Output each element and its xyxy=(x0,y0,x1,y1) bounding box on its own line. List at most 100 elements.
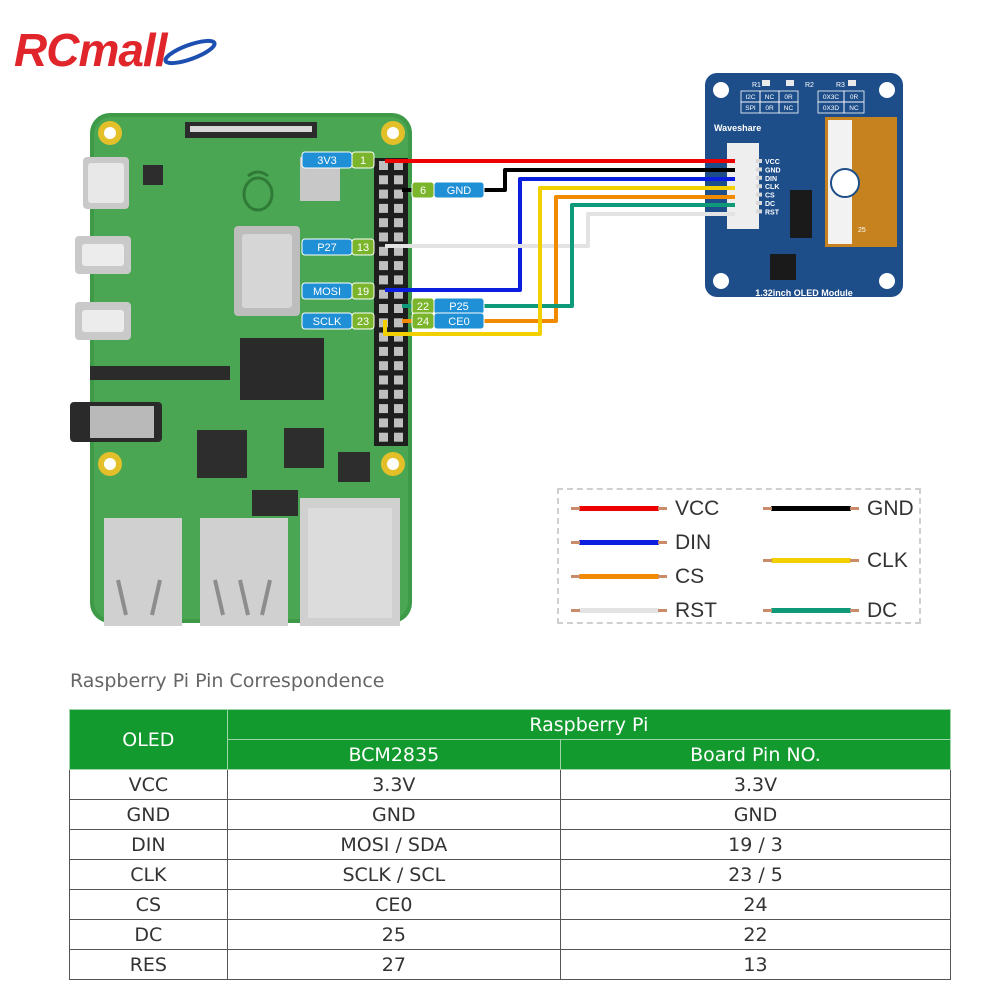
jumper-table-cell: 0R xyxy=(765,105,774,112)
gpio-pin xyxy=(394,432,403,442)
gpio-pin xyxy=(394,275,403,285)
gpio-pin xyxy=(379,304,388,313)
oled-pin-label: CS xyxy=(765,193,775,200)
wires xyxy=(383,159,735,336)
cell-board: 13 xyxy=(559,949,952,980)
wire-din xyxy=(385,177,735,292)
resistor-label: R2 xyxy=(805,82,814,89)
jumper-table-cell: 0X3D xyxy=(823,105,840,112)
legend-swatch-rst xyxy=(571,608,667,613)
gpio-pin xyxy=(394,375,403,385)
pin-number: 1 xyxy=(360,155,366,167)
gpio-pin xyxy=(394,318,403,328)
pin-number: 24 xyxy=(417,316,429,328)
oled-pin-label: CLK xyxy=(765,184,779,191)
legend-swatch-dc xyxy=(763,608,859,613)
gpio-pin xyxy=(379,261,388,271)
pin-correspondence-table: OLED Raspberry Pi BCM2835 Board Pin NO. … xyxy=(69,709,952,980)
gpio-pin xyxy=(379,175,388,185)
usb-port-1 xyxy=(104,518,182,626)
pin-label-p27: P27 13 xyxy=(301,238,375,256)
gpio-pin xyxy=(379,404,388,414)
logo-propeller-icon xyxy=(163,38,217,66)
gpio-pin xyxy=(379,361,388,371)
oled-brand-label: Waveshare xyxy=(714,123,761,133)
jumper-table-cell: SPI xyxy=(745,105,756,112)
table-row: VCC 3.3V 3.3V xyxy=(69,769,952,800)
jumper-table-cell: I2C xyxy=(745,94,755,101)
table-row: GND GND GND xyxy=(69,799,952,830)
gpio-pin xyxy=(379,432,388,442)
table-row: CLK SCLK / SCL 23 / 5 xyxy=(69,859,952,890)
gpio-pins xyxy=(379,161,403,442)
brand-logo: RCmall xyxy=(14,20,234,84)
gpio-pin xyxy=(394,361,403,371)
jumper-table-cell: NC xyxy=(849,105,859,112)
header-raspberry-pi: Raspberry Pi xyxy=(226,709,952,740)
gpio-pin xyxy=(394,246,403,256)
gpio-pin xyxy=(379,218,388,228)
pin-label-ce0: 24 CE0 xyxy=(411,312,485,330)
pin-number: 23 xyxy=(357,316,369,328)
pin-name: CE0 xyxy=(448,316,469,328)
gpio-pin xyxy=(394,418,403,428)
gpio-pin xyxy=(394,175,403,185)
cell-bcm: SCLK / SCL xyxy=(226,859,561,890)
gpio-pin xyxy=(379,289,388,299)
header-board-pin: Board Pin NO. xyxy=(559,739,952,770)
cell-oled: DC xyxy=(69,919,228,950)
header-oled: OLED xyxy=(69,709,228,770)
jumper-table-cell: NC xyxy=(784,105,794,112)
raspberry-pi-board xyxy=(70,113,412,626)
resistor-label: R3 xyxy=(836,82,845,89)
pin-number: 6 xyxy=(420,185,426,197)
cell-bcm: 27 xyxy=(226,949,561,980)
section-title: Raspberry Pi Pin Correspondence xyxy=(70,670,385,692)
gpio-pin xyxy=(394,232,403,242)
gpio-pin xyxy=(394,404,403,414)
gpio-pin xyxy=(394,189,403,199)
logo-text: RCmall xyxy=(14,24,167,76)
gpio-pin xyxy=(394,332,403,342)
pin-label-p25: 22 P25 xyxy=(411,297,485,315)
cell-bcm: MOSI / SDA xyxy=(226,829,561,860)
cell-oled: GND xyxy=(69,799,228,830)
usb-port-2 xyxy=(200,518,288,626)
cell-oled: RES xyxy=(69,949,228,980)
gpio-pin xyxy=(379,161,388,170)
cell-board: 3.3V xyxy=(559,769,952,800)
ram-chip xyxy=(240,338,324,400)
gpio-header xyxy=(374,158,408,446)
pin-name: P25 xyxy=(449,301,469,313)
oled-module-label: 1.32inch OLED Module xyxy=(755,288,853,298)
header-bcm2835: BCM2835 xyxy=(226,739,561,770)
legend-swatch-vcc xyxy=(571,506,667,511)
pin-name: P27 xyxy=(317,242,337,254)
gpio-pin xyxy=(379,246,388,256)
legend-label-vcc: VCC xyxy=(675,497,720,520)
pin-number: 13 xyxy=(357,242,369,254)
gpio-pin xyxy=(379,232,388,242)
jumper-table-cell: 0X3C xyxy=(823,94,840,101)
oled-pin-label: RST xyxy=(765,209,780,216)
cell-board: 23 / 5 xyxy=(559,859,952,890)
cell-oled: VCC xyxy=(69,769,228,800)
oled-pin-label: DC xyxy=(765,201,775,208)
cell-board: 19 / 3 xyxy=(559,829,952,860)
pin-number: 22 xyxy=(417,301,429,313)
table-row: DIN MOSI / SDA 19 / 3 xyxy=(69,829,952,860)
gpio-pin xyxy=(394,304,403,313)
oled-flex-number: 25 xyxy=(858,227,866,234)
gpio-pin xyxy=(379,418,388,428)
table-row: CS CE0 24 xyxy=(69,889,952,920)
raspberry-logo-icon xyxy=(242,170,274,212)
oled-pin-label: DIN xyxy=(765,176,777,183)
gpio-pin xyxy=(379,203,388,213)
legend-swatch-clk xyxy=(763,558,859,563)
